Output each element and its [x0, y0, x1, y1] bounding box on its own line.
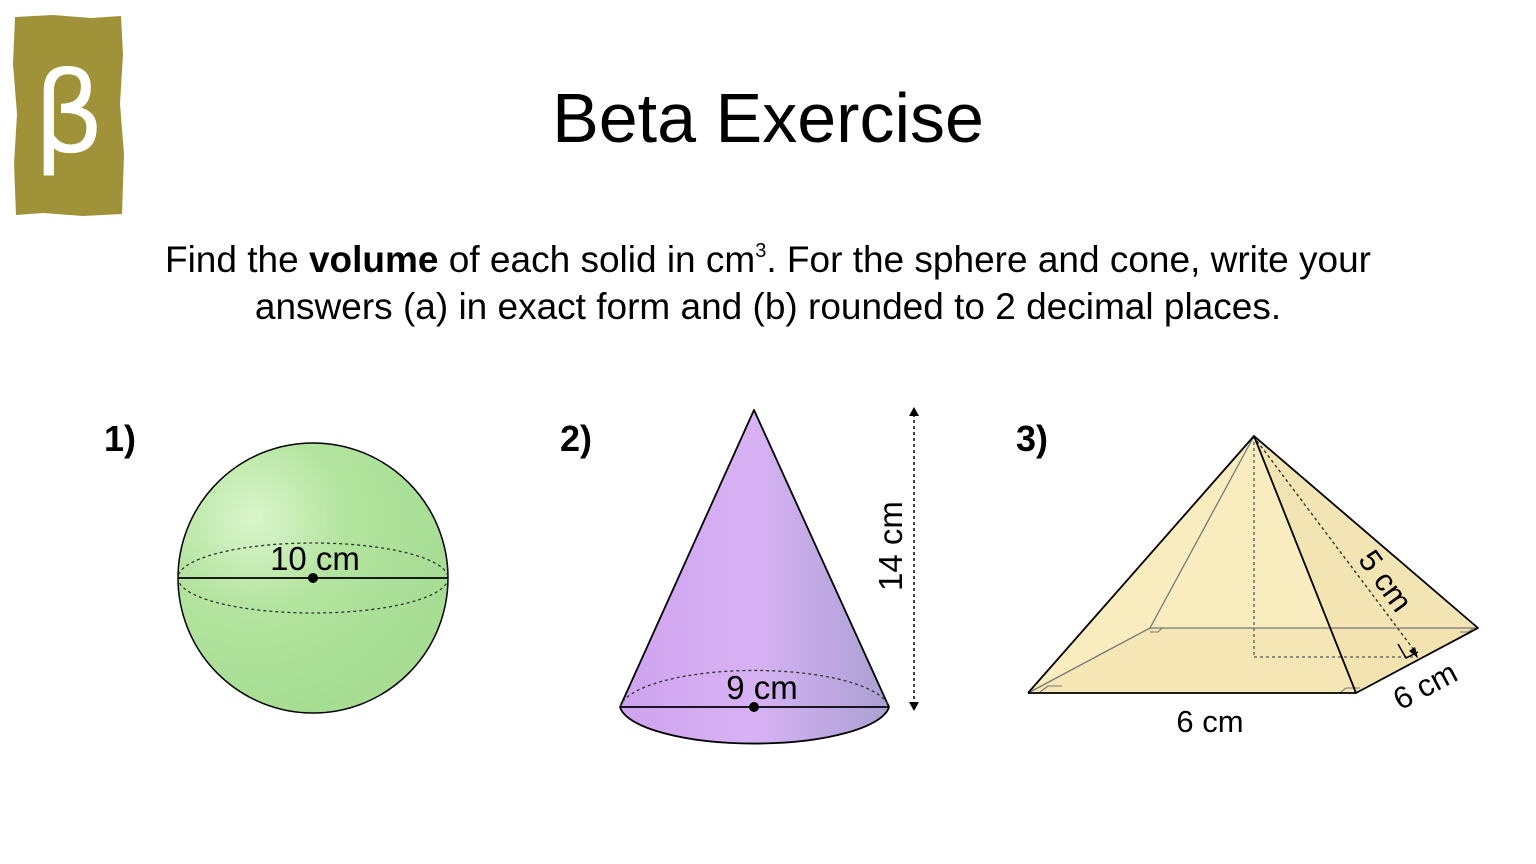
cone-height-label: 14 cm	[872, 501, 909, 591]
pyramid-base-width-label: 6 cm	[1176, 704, 1243, 739]
beta-glyph: β	[33, 49, 105, 179]
instructions: Find the volume of each solid in cm3. Fo…	[60, 236, 1476, 330]
pyramid-corner-mark-3	[1339, 687, 1360, 694]
pyramid-base	[1028, 628, 1478, 693]
question-number-3: 3)	[1016, 418, 1049, 459]
beta-badge: β	[13, 14, 125, 217]
pyramid-slant-arrow	[1409, 647, 1418, 658]
instructions-text-3: . For the sphere and cone, write your	[766, 239, 1372, 280]
sphere-figure: 10 cm	[177, 442, 449, 714]
pyramid-corner-mark-2	[1150, 627, 1163, 633]
cone-height-arrow-top	[909, 407, 919, 416]
badge-background	[13, 15, 124, 216]
cone-diameter-label: 9 cm	[726, 669, 798, 706]
question-number-2: 2)	[560, 418, 593, 459]
cone-body	[619, 409, 890, 745]
sphere-diameter-label: 10 cm	[270, 540, 360, 577]
question-number-1: 1)	[104, 418, 137, 459]
pyramid-base-back-left	[1027, 627, 1151, 694]
pyramid-corner-mark-4	[1460, 627, 1475, 633]
pyramid-figure: 6 cm 6 cm 5 cm	[1027, 435, 1479, 739]
cone-base-back	[619, 669, 890, 708]
cone-figure: 9 cm 14 cm	[619, 407, 919, 745]
instructions-text-1: Find the	[164, 239, 309, 280]
instructions-bold: volume	[308, 239, 439, 280]
page-title: Beta Exercise	[552, 79, 984, 157]
pyramid-slant-line	[1256, 440, 1415, 651]
pyramid-corner-mark-1	[1039, 685, 1062, 693]
cone-height-arrow-bottom	[909, 702, 919, 711]
instructions-line-1: Find the volume of each solid in cm3. Fo…	[60, 236, 1476, 283]
pyramid-outline	[1027, 435, 1479, 694]
instructions-text-2: of each solid in cm	[438, 239, 756, 280]
pyramid-hidden-edge	[1149, 435, 1255, 629]
pyramid-front-edge	[1253, 435, 1357, 694]
pyramid-right-angle-mark	[1397, 643, 1419, 659]
instructions-line-2: answers (a) in exact form and (b) rounde…	[254, 286, 1282, 327]
sphere-center-dot	[308, 573, 318, 583]
cone-center-dot	[749, 702, 759, 712]
instructions-superscript: 3	[755, 239, 767, 262]
